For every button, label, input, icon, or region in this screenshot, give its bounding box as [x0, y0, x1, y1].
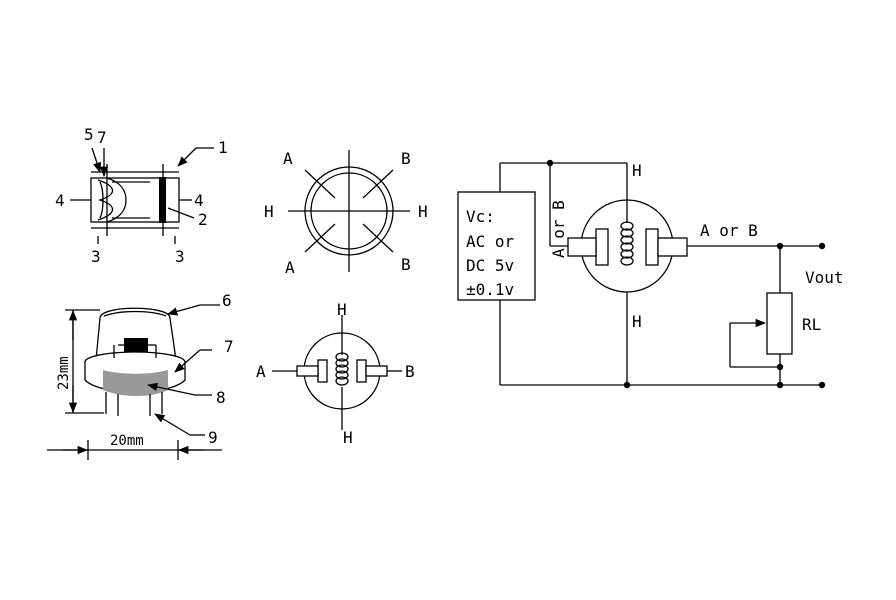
- callout-3-right: 3: [175, 247, 185, 266]
- pin-a-bottom: A: [285, 258, 295, 277]
- circuit-heater-coil: [620, 221, 634, 266]
- junction-dot: [623, 381, 631, 389]
- callout-6: 6: [222, 291, 232, 310]
- gray-band: [103, 370, 168, 396]
- pin-h-left: H: [264, 202, 274, 221]
- callout-4-left: 4: [55, 191, 65, 210]
- supply-box: [457, 191, 536, 301]
- supply-line-4: ±0.1v: [466, 280, 514, 299]
- sensor-symbol: H A B H: [256, 300, 415, 447]
- height-dimension: 23mm: [56, 356, 72, 390]
- supply-line-1: Vc:: [466, 207, 495, 226]
- sensor-side-view: 5 7 1 4 4 2 3 3: [55, 125, 228, 266]
- supply-line-2: AC or: [466, 232, 515, 251]
- electrode-a: [317, 359, 328, 383]
- top-view-pinout: A B H H A B: [264, 149, 428, 277]
- junction-dot: [776, 242, 784, 250]
- symbol-pin-h-top: H: [337, 300, 347, 319]
- callout-8: 8: [216, 388, 226, 407]
- rl-label: RL: [802, 315, 821, 334]
- pin-a-top: A: [283, 149, 293, 168]
- load-resistor: [766, 292, 793, 355]
- circuit-electrode-right: [645, 228, 659, 266]
- internal-element: [124, 338, 148, 352]
- vout-terminal: [818, 242, 826, 250]
- symbol-pin-b: B: [405, 362, 415, 381]
- callout-5: 5: [84, 125, 94, 144]
- circuit-pin-h-bottom: H: [632, 312, 642, 331]
- callout-9: 9: [208, 428, 218, 447]
- width-dimension: 20mm: [110, 433, 144, 449]
- circuit-left-label: A or B: [549, 200, 568, 258]
- callout-2: 2: [198, 210, 208, 229]
- vout-label: Vout: [805, 268, 844, 287]
- callout-1: 1: [218, 138, 228, 157]
- pin-h-right: H: [418, 202, 428, 221]
- symbol-pin-a: A: [256, 362, 266, 381]
- junction-dot: [546, 159, 554, 167]
- package-view: 23mm 20mm 6 7 8 9: [47, 291, 234, 460]
- ground-terminal: [818, 381, 826, 389]
- electrode-b: [356, 359, 367, 383]
- callout-4-right: 4: [194, 191, 204, 210]
- junction-dot: [776, 381, 784, 389]
- electrode-band: [159, 177, 166, 223]
- test-circuit: Vc: AC or DC 5v ±0.1v: [457, 159, 844, 389]
- supply-line-3: DC 5v: [466, 256, 514, 275]
- circuit-electrode-left: [595, 228, 609, 266]
- pin-b-top: B: [401, 149, 411, 168]
- circuit-pin-h-top: H: [632, 161, 642, 180]
- symbol-pin-h-bottom: H: [343, 428, 353, 447]
- circuit-right-label: A or B: [700, 221, 758, 240]
- callout-3-left: 3: [91, 247, 101, 266]
- pin-b-bottom: B: [401, 255, 411, 274]
- callout-7: 7: [224, 337, 234, 356]
- heater-coil: [106, 177, 127, 223]
- heater-coil-symbol: [335, 352, 349, 386]
- junction-dot: [776, 363, 784, 371]
- callout-7-top: 7: [97, 128, 107, 147]
